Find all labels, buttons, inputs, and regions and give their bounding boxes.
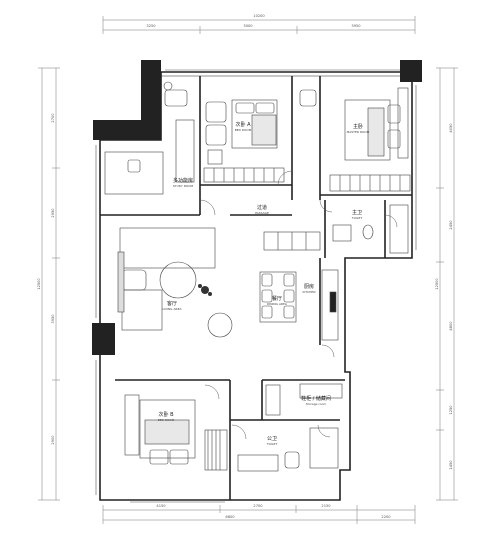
bedroom-a-furniture	[203, 99, 285, 183]
dim-left-seg-1: 2700	[51, 113, 55, 123]
dim-right-seg-4: 1250	[449, 405, 453, 415]
dim-left-seg-3: 3950	[51, 314, 55, 324]
label-study-en: STUDY ROOM	[173, 184, 194, 188]
master-bedroom-furniture	[299, 87, 411, 192]
label-storage: 鞋柜 / 储藏间	[301, 395, 331, 402]
kitchen-fixtures	[263, 231, 339, 341]
dim-left-seg-2: 2950	[51, 208, 55, 218]
label-toilet-lower: 公卫	[267, 436, 277, 442]
study-furniture	[104, 81, 195, 195]
dim-bottom-total-left: 6800	[225, 515, 235, 519]
dim-left-total: 12500	[37, 278, 41, 290]
dim-right-seg-2: 2450	[449, 220, 453, 230]
upper-toilet-fixtures	[332, 204, 409, 254]
storage-fixtures	[265, 383, 343, 416]
living-furniture	[117, 227, 297, 338]
dim-left-seg-4: 2900	[51, 435, 55, 445]
label-study: 多功能房	[173, 177, 193, 184]
label-kitchen-en: KITCHEN	[303, 290, 316, 294]
label-dining: 餐厅	[272, 295, 282, 302]
dim-top-seg-3: 3950	[351, 24, 361, 28]
dim-bottom-seg-2: 2700	[253, 504, 263, 508]
structural-columns	[92, 60, 422, 355]
label-passage: 过道	[257, 204, 267, 211]
label-master-bedroom: 主卧	[353, 123, 363, 130]
label-toilet-upper-en: TOILET	[351, 216, 363, 220]
dim-top-total: 10200	[253, 14, 265, 18]
room-labels: 次卧 A BED ROOM 主卧 MASTER ROOM 多功能房 STUDY …	[158, 121, 370, 446]
dim-right-total: 12500	[435, 278, 439, 290]
label-passage-en: PASSAGE	[255, 211, 269, 215]
label-storage-en: Storage room	[306, 402, 327, 406]
label-bedroom-a-en: BED ROOM	[235, 128, 252, 132]
dim-right-seg-3: 4800	[449, 321, 453, 331]
dimension-lines	[38, 16, 458, 524]
dim-top-seg-1: 3250	[146, 24, 156, 28]
bedroom-b-furniture	[124, 394, 228, 471]
label-bedroom-b-en: BED ROOM	[158, 418, 175, 422]
label-bedroom-b: 次卧 B	[158, 411, 174, 418]
label-bedroom-a: 次卧 A	[235, 121, 251, 128]
label-dining-en: DINING AREA	[267, 302, 288, 306]
lower-toilet-fixtures	[237, 427, 339, 472]
dim-bottom-seg-3: 2150	[321, 504, 331, 508]
windows	[95, 69, 417, 503]
label-kitchen: 厨房	[304, 283, 314, 290]
label-master-bedroom-en: MASTER ROOM	[347, 130, 370, 134]
label-living-en: LIVING AREA	[162, 307, 182, 311]
label-toilet-upper: 主卫	[352, 209, 362, 216]
dimension-labels: 10200 3250 3000 3950 4150 2700 2150 6800…	[37, 14, 453, 519]
dim-right-seg-5: 1450	[449, 460, 453, 470]
dim-right-seg-1: 4050	[449, 123, 453, 133]
dim-top-seg-2: 3000	[243, 24, 253, 28]
dim-bottom-seg-1: 4150	[156, 504, 166, 508]
walls	[99, 71, 413, 501]
doors	[199, 170, 398, 440]
label-living: 客厅	[167, 300, 177, 307]
plant-icon	[198, 284, 212, 296]
dim-bottom-total-right: 2200	[381, 515, 391, 519]
label-toilet-lower-en: TOILET	[266, 442, 278, 446]
